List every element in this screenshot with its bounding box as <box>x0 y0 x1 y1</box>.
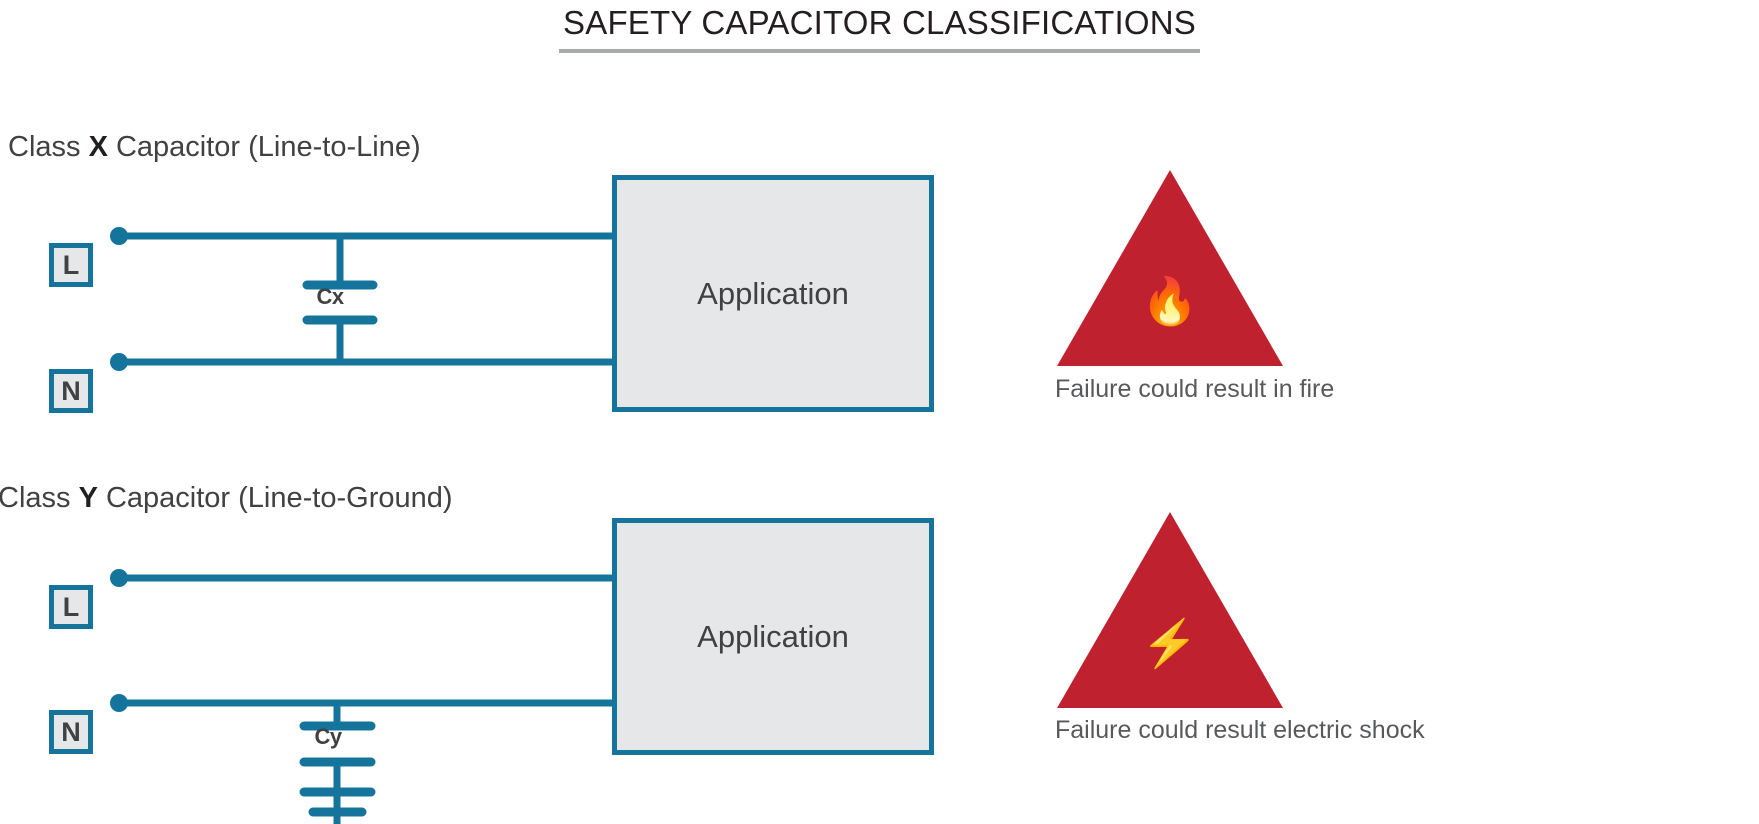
junction-dot-line-y <box>110 569 128 587</box>
section-heading-suffix: Capacitor (Line-to-Line) <box>107 131 421 163</box>
terminal-neutral-class-y[interactable]: N <box>49 710 93 754</box>
terminal-line-class-y[interactable]: L <box>49 585 93 629</box>
fire-icon: 🔥 <box>1141 275 1199 327</box>
capacitor-label-cy: Cy <box>314 724 342 749</box>
junction-dot-neutral-y <box>110 694 128 712</box>
warning-class-y: ⚡ Failure could result electric shock <box>1055 512 1425 745</box>
section-heading-class-y: Class Y Capacitor (Line-to-Ground) <box>0 481 453 515</box>
junction-dot-neutral-x <box>110 353 128 371</box>
warning-triangle: ⚡ <box>1057 512 1283 708</box>
section-heading-class-x: Class X Capacitor (Line-to-Line) <box>8 130 421 164</box>
warning-triangle: 🔥 <box>1057 170 1283 366</box>
page-title: SAFETY CAPACITOR CLASSIFICATIONS <box>559 0 1200 53</box>
section-heading-class-letter: Y <box>78 482 98 514</box>
application-block-class-y[interactable]: Application <box>612 518 934 755</box>
section-heading-suffix: Capacitor (Line-to-Ground) <box>97 482 453 514</box>
warning-caption-class-x: Failure could result in fire <box>1055 375 1335 403</box>
page-header: SAFETY CAPACITOR CLASSIFICATIONS <box>0 0 1759 53</box>
application-block-label: Application <box>697 275 849 311</box>
terminal-neutral-class-x[interactable]: N <box>49 369 93 413</box>
section-heading-class-letter: X <box>88 131 108 163</box>
section-heading-prefix: Class <box>8 131 89 163</box>
ground-symbol-y <box>299 787 376 817</box>
circuit-class-x <box>110 227 616 371</box>
application-block-class-x[interactable]: Application <box>612 175 934 412</box>
high-voltage-icon: ⚡ <box>1141 617 1199 669</box>
terminal-line-class-x[interactable]: L <box>49 243 93 287</box>
circuit-class-y <box>110 569 616 824</box>
capacitor-label-cx: Cx <box>316 284 344 309</box>
junction-dot-line-x <box>110 227 128 245</box>
warning-class-x: 🔥 Failure could result in fire <box>1055 170 1335 404</box>
application-block-label: Application <box>697 618 849 654</box>
warning-caption-class-y: Failure could result electric shock <box>1055 716 1425 744</box>
section-heading-prefix: Class <box>0 482 79 514</box>
